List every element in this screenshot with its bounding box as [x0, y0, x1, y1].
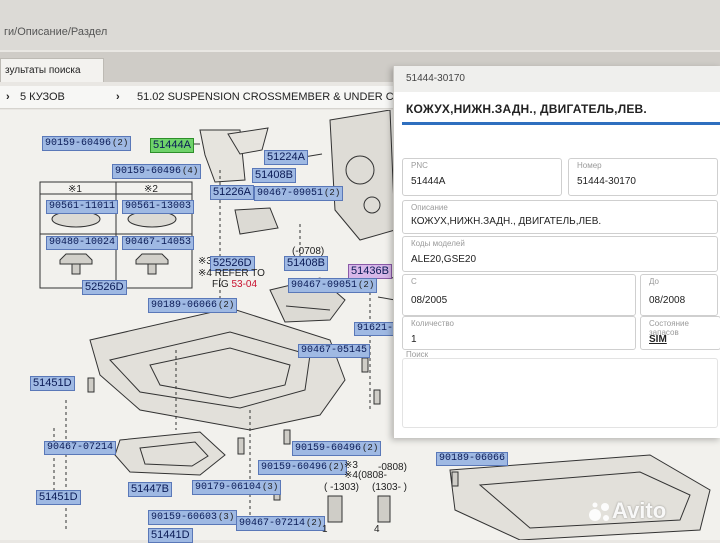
fig-ref[interactable]: FIG 53-04	[212, 279, 258, 290]
tab-search-results[interactable]: зультаты поиска	[0, 58, 104, 82]
search-field[interactable]	[402, 358, 718, 428]
pnc-label[interactable]: 51451D	[36, 490, 81, 505]
cond-note-4: ※4	[344, 470, 358, 481]
date-range-note: (0808-	[358, 470, 387, 481]
variant-number: 1	[322, 524, 328, 535]
model-codes-field[interactable]: Коды моделей ALE20,GSE20	[402, 236, 718, 272]
pnc-label[interactable]: 90159-60496(2)	[292, 441, 382, 456]
date-from-field[interactable]: С 08/2005	[402, 274, 636, 316]
chevron-right-icon: ›	[116, 91, 120, 103]
date-range-note: (-0708)	[292, 246, 325, 257]
chevron-right-icon: ›	[6, 91, 10, 103]
date-range-note: (1303- )	[372, 482, 408, 493]
pnc-label[interactable]: 90467-07214(2)	[236, 516, 326, 531]
pnc-label[interactable]: 90179-06104(3)	[192, 480, 282, 495]
legend-box-2	[115, 181, 193, 289]
date-range-note: ( -1303)	[324, 482, 360, 493]
date-range-note: -0808)	[378, 462, 407, 473]
pnc-label[interactable]: 90561-13003	[122, 200, 195, 214]
pnc-label[interactable]: 90159-60496(4)	[112, 164, 202, 179]
nav-group[interactable]: 5 КУЗОВ	[20, 91, 65, 103]
pnc-label[interactable]: 90467-07214	[44, 441, 117, 455]
ref-note-3: ※3	[198, 256, 212, 267]
pnc-label[interactable]: 90159-60496(2)	[258, 460, 348, 475]
part-number-header: 51444-30170	[394, 66, 720, 92]
pnc-label[interactable]: 90467-05145	[298, 344, 371, 358]
ref-note-4: ※4 REFER TO	[198, 268, 265, 279]
pnc-label[interactable]: 90467-09051(2)	[288, 278, 378, 293]
pnc-label[interactable]: 90561-11011	[46, 200, 119, 214]
pnc-label[interactable]: 51408B	[252, 168, 296, 183]
pnc-label[interactable]: 51441D	[148, 528, 193, 543]
pnc-label[interactable]: 90189-06066	[436, 452, 509, 466]
pnc-label[interactable]: 90480-10024	[46, 236, 119, 250]
pnc-label[interactable]: 90159-60603(3)	[148, 510, 238, 525]
diagram-drawing	[39, 110, 711, 540]
pnc-field[interactable]: PNC 51444A	[402, 158, 562, 196]
search-label: Поиск	[406, 350, 429, 359]
legend-marker-2: ※2	[144, 184, 158, 195]
pnc-label-selected[interactable]: 51444A	[150, 138, 194, 153]
pnc-label[interactable]: 51408B	[284, 256, 328, 271]
part-info-panel: 51444-30170 КОЖУХ,НИЖН.ЗАДН., ДВИГАТЕЛЬ,…	[393, 66, 720, 438]
section-nav: › 5 КУЗОВ › 51.02 SUSPENSION CROSSMEMBER…	[0, 86, 425, 109]
stock-status-field[interactable]: Состояние запасов SIM	[640, 316, 720, 350]
pnc-label[interactable]: 51451D	[30, 376, 75, 391]
quantity-field[interactable]: Количество 1	[402, 316, 636, 350]
date-to-field[interactable]: До 08/2008	[640, 274, 718, 316]
app-header: ги/Описание/Раздел	[0, 0, 720, 50]
pnc-label[interactable]: 51224A	[264, 150, 308, 165]
part-number-field[interactable]: Номер 51444-30170	[568, 158, 718, 196]
description-field[interactable]: Описание КОЖУХ,НИЖН.ЗАДН., ДВИГАТЕЛЬ,ЛЕВ…	[402, 200, 718, 234]
variant-number: 4	[374, 524, 380, 535]
pnc-label[interactable]: 52526D	[82, 280, 127, 295]
pnc-label[interactable]: 90159-60496(2)	[42, 136, 132, 151]
part-title: КОЖУХ,НИЖН.ЗАДН., ДВИГАТЕЛЬ,ЛЕВ.	[406, 102, 647, 116]
pnc-label[interactable]: 90189-06066(2)	[148, 298, 238, 313]
pnc-label[interactable]: 90467-14053	[122, 236, 195, 250]
pnc-label[interactable]: 90467-09051(2)	[254, 186, 344, 201]
legend-marker-1: ※1	[68, 184, 82, 195]
pnc-label[interactable]: 51226A	[210, 185, 254, 200]
pnc-label[interactable]: 51447B	[128, 482, 172, 497]
avito-logo-icon	[589, 502, 609, 521]
title-underline	[402, 122, 720, 125]
cond-note-3: ※3	[344, 460, 358, 471]
nav-section[interactable]: 51.02 SUSPENSION CROSSMEMBER & UNDER COV…	[137, 91, 425, 103]
breadcrumb[interactable]: ги/Описание/Раздел	[4, 26, 108, 38]
pnc-label[interactable]: 51436B	[348, 264, 392, 279]
pnc-label[interactable]: 52526D	[210, 256, 255, 271]
avito-watermark: Avito	[612, 498, 667, 523]
